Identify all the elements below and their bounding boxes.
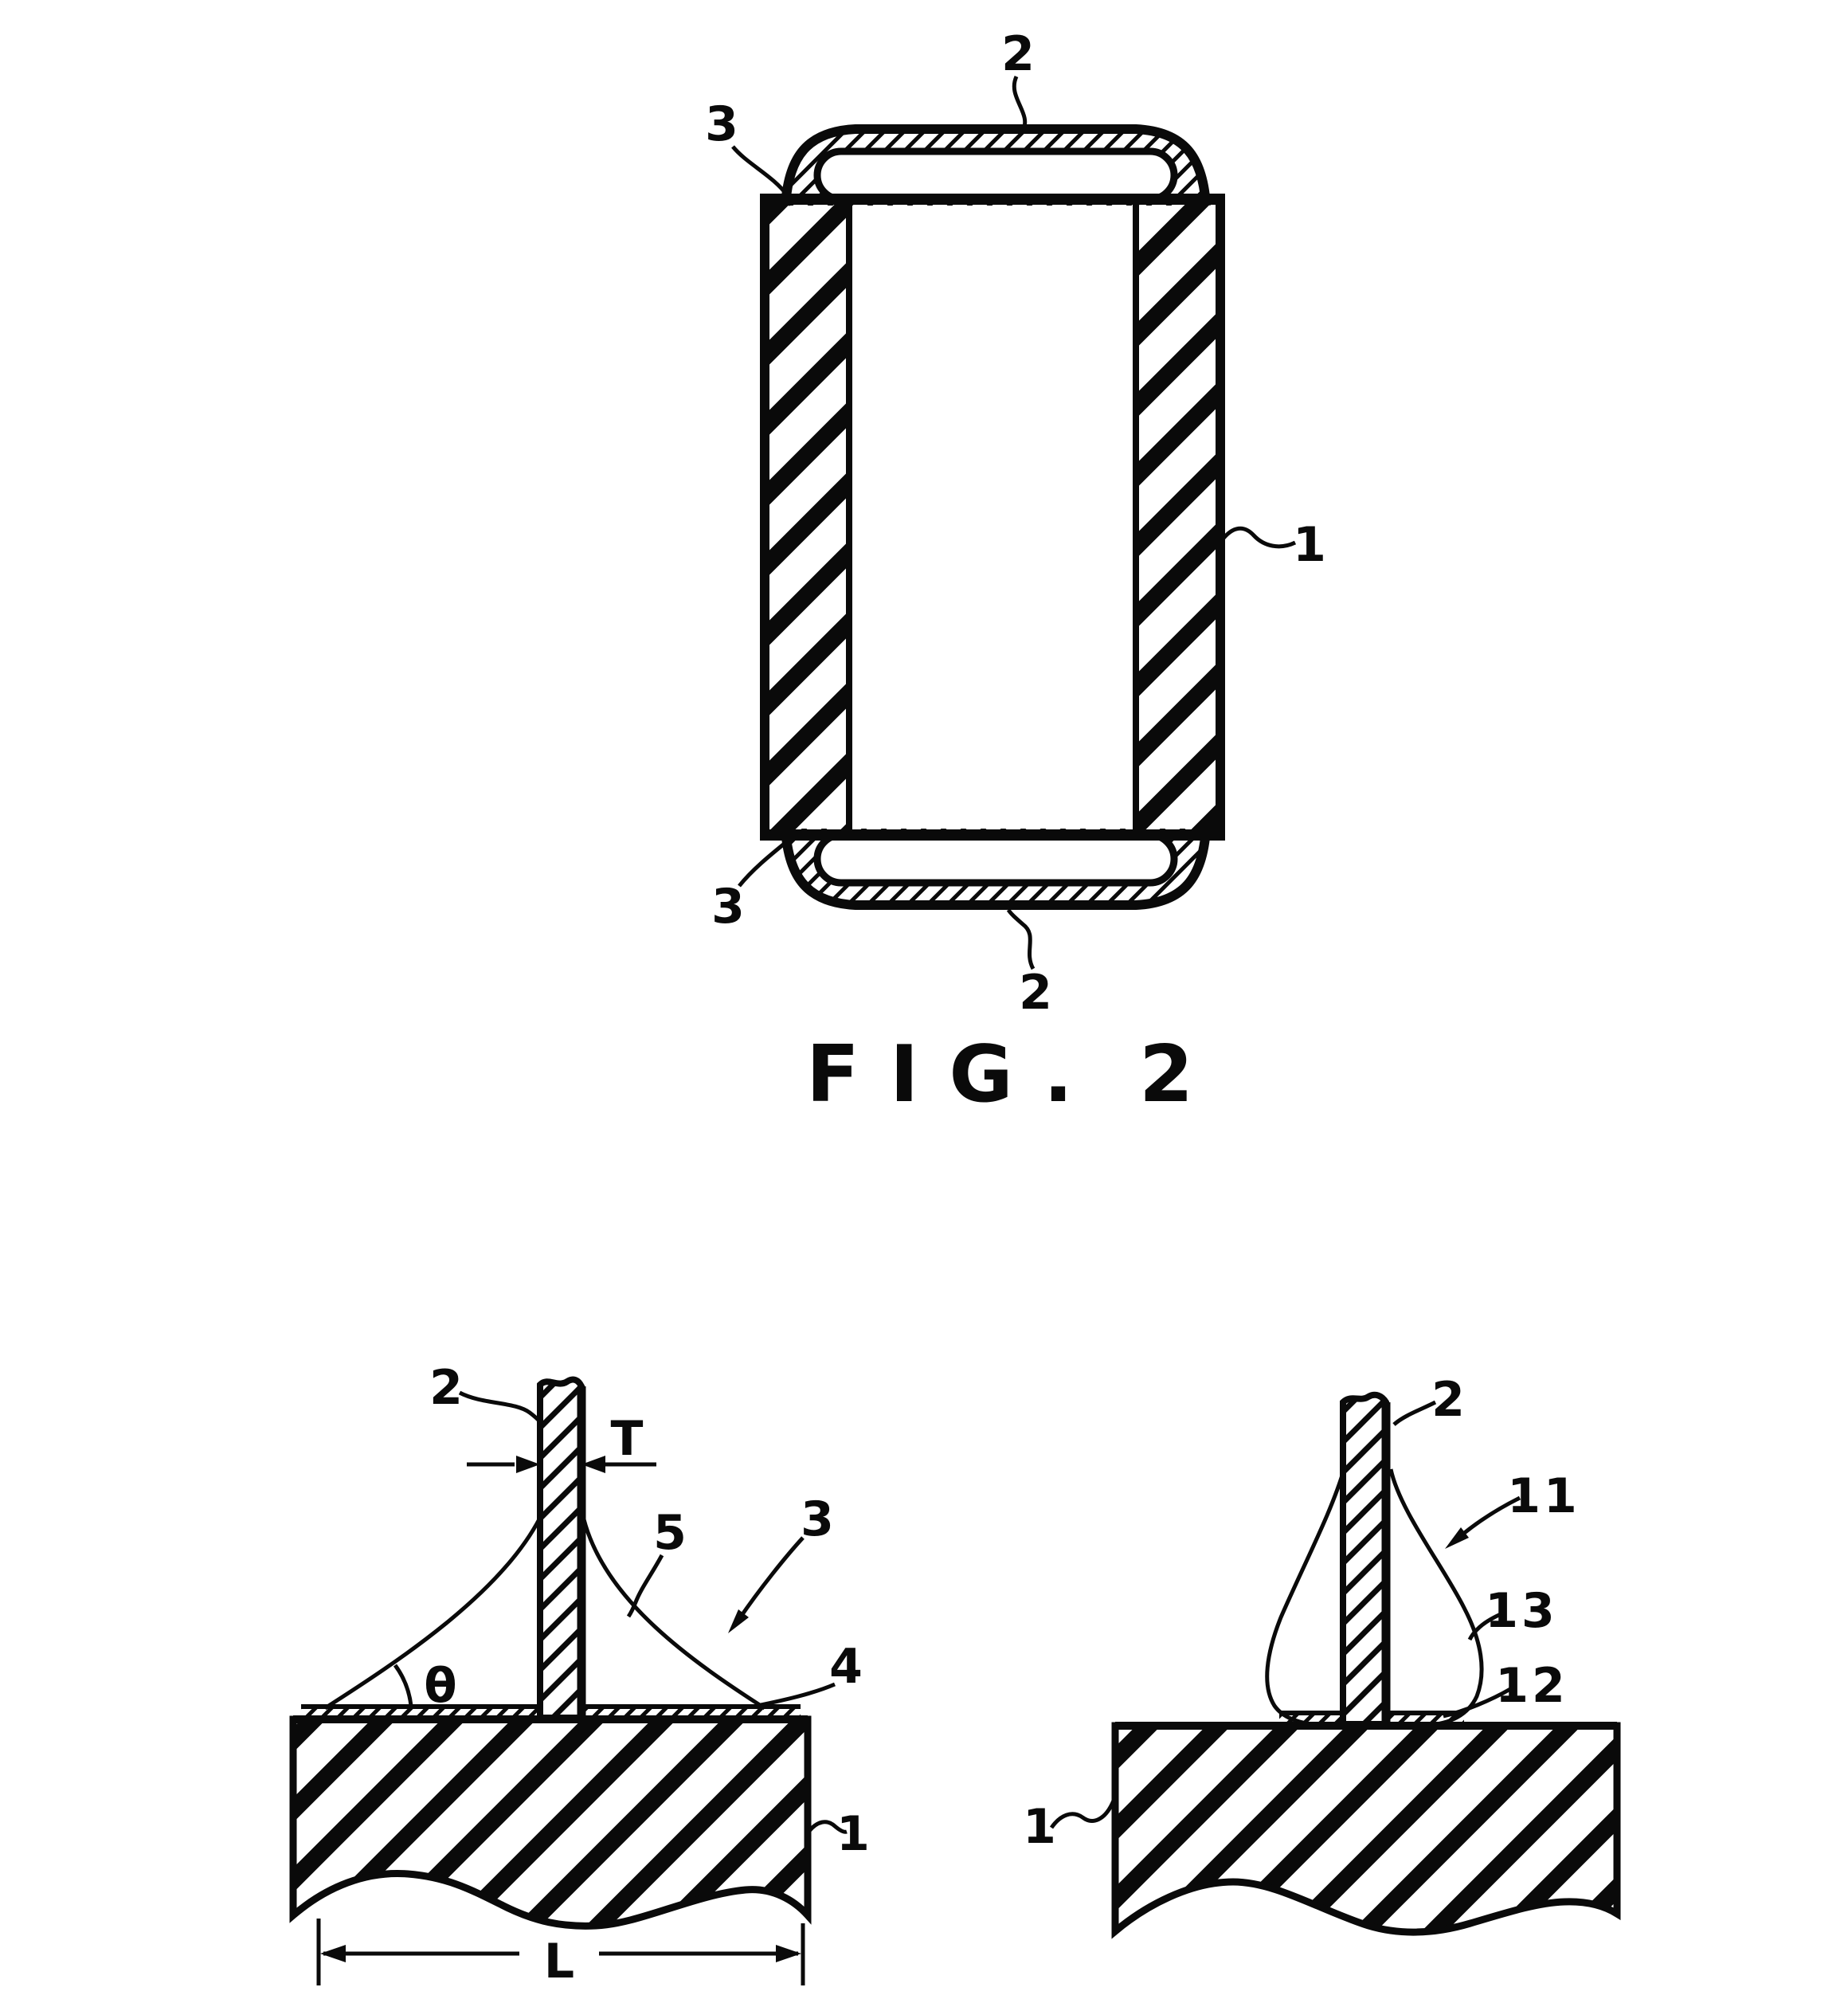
leader-substrate-left: [808, 1820, 848, 1834]
leader-corner-top: [731, 145, 790, 198]
t-arrow-right: [581, 1456, 605, 1473]
label-length: L: [544, 1934, 574, 1989]
electrode-right: [1340, 1391, 1389, 1727]
leader-body: [1220, 526, 1297, 549]
label-layer-left: 4: [829, 1639, 863, 1695]
coating-arrowhead: [1445, 1527, 1469, 1549]
chip-wall-right-hatch: [1136, 199, 1220, 835]
label-corner-top: 3: [705, 96, 738, 152]
chip-wall-left-hatch: [765, 199, 849, 835]
label-electrode-right: 2: [1431, 1372, 1465, 1428]
detail-left: T 2 5 3 4 θ 1 L: [289, 1360, 870, 1989]
label-substrate-left: 1: [836, 1806, 870, 1862]
leader-layer-right: [1443, 1687, 1512, 1719]
leader-cap-bottom: [1006, 908, 1036, 970]
figure-caption: FIG. 2: [806, 1029, 1193, 1120]
leader-fillet: [737, 1536, 805, 1621]
leader-substrate-right: [1049, 1799, 1116, 1829]
leader-electrode-right: [1392, 1400, 1437, 1426]
caption-number: 2: [1139, 1029, 1193, 1120]
fillet-curve-right: [581, 1519, 766, 1711]
label-coating: 11: [1507, 1468, 1580, 1524]
label-fillet: 3: [801, 1491, 834, 1547]
leader-electrode-left: [458, 1390, 543, 1425]
electrode-left: [537, 1376, 585, 1721]
label-cap-bottom: 2: [1019, 965, 1052, 1021]
label-corner-bottom: 3: [711, 879, 745, 935]
l-arrow-left: [320, 1945, 346, 1962]
label-electrode-left: 2: [429, 1360, 463, 1416]
leader-cap-top: [1012, 75, 1028, 132]
substrate-block-right: [1111, 1722, 1621, 1939]
terminal-cap-bottom-inner: [813, 831, 1178, 887]
leader-fillet-surface: [626, 1554, 664, 1618]
label-thickness: T: [611, 1411, 644, 1467]
label-angle-theta: θ: [424, 1658, 456, 1714]
theta-arc: [393, 1664, 413, 1707]
label-body: 1: [1293, 517, 1326, 573]
t-arrow-left: [516, 1456, 540, 1473]
caption-text: FIG.: [806, 1029, 1103, 1120]
label-fillet-surface: 5: [653, 1505, 687, 1561]
label-inner-region: 13: [1485, 1583, 1558, 1639]
label-layer-right: 12: [1495, 1658, 1568, 1714]
fillet-arrowhead: [728, 1609, 749, 1633]
leader-inner-region: [1467, 1612, 1502, 1641]
chip-cross-section: 2 3 1 3 2: [705, 26, 1326, 1021]
l-dimension: L: [316, 1919, 805, 1989]
leader-layer-left: [756, 1682, 836, 1708]
label-substrate-right: 1: [1023, 1799, 1056, 1855]
fillet-curve-left: [323, 1515, 543, 1711]
substrate-block-left: [289, 1715, 812, 1930]
leader-corner-bottom: [738, 841, 788, 888]
detail-right: 2 11 13 12 1: [1023, 1372, 1621, 1939]
l-arrow-right: [776, 1945, 801, 1962]
t-dimension: T: [467, 1411, 656, 1473]
label-cap-top: 2: [1001, 26, 1035, 82]
terminal-cap-top-inner: [813, 147, 1178, 203]
